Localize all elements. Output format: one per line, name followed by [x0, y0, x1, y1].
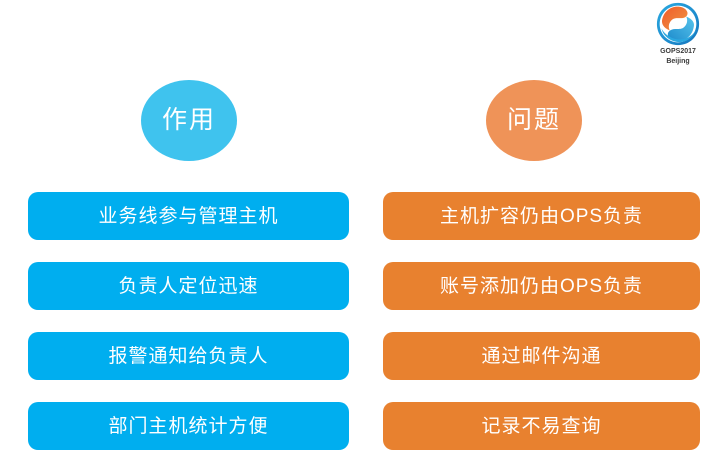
heading-bubble-benefits: 作用	[141, 80, 237, 161]
list-item: 负责人定位迅速	[28, 262, 349, 310]
list-item: 报警通知给负责人	[28, 332, 349, 380]
list-item: 账号添加仍由OPS负责	[383, 262, 700, 310]
list-item: 记录不易查询	[383, 402, 700, 450]
problems-list: 主机扩容仍由OPS负责 账号添加仍由OPS负责 通过邮件沟通 记录不易查询	[383, 192, 700, 450]
list-item: 通过邮件沟通	[383, 332, 700, 380]
list-item: 主机扩容仍由OPS负责	[383, 192, 700, 240]
heading-bubble-problems: 问题	[486, 80, 582, 161]
list-item: 业务线参与管理主机	[28, 192, 349, 240]
logo-caption-city: Beijing	[666, 58, 690, 65]
gops-swoosh-logo-icon	[656, 2, 700, 46]
gops-logo: GOPS2017 Beijing	[645, 2, 711, 68]
list-item: 部门主机统计方便	[28, 402, 349, 450]
logo-caption-year: GOPS2017	[660, 48, 696, 55]
benefits-list: 业务线参与管理主机 负责人定位迅速 报警通知给负责人 部门主机统计方便	[28, 192, 349, 450]
